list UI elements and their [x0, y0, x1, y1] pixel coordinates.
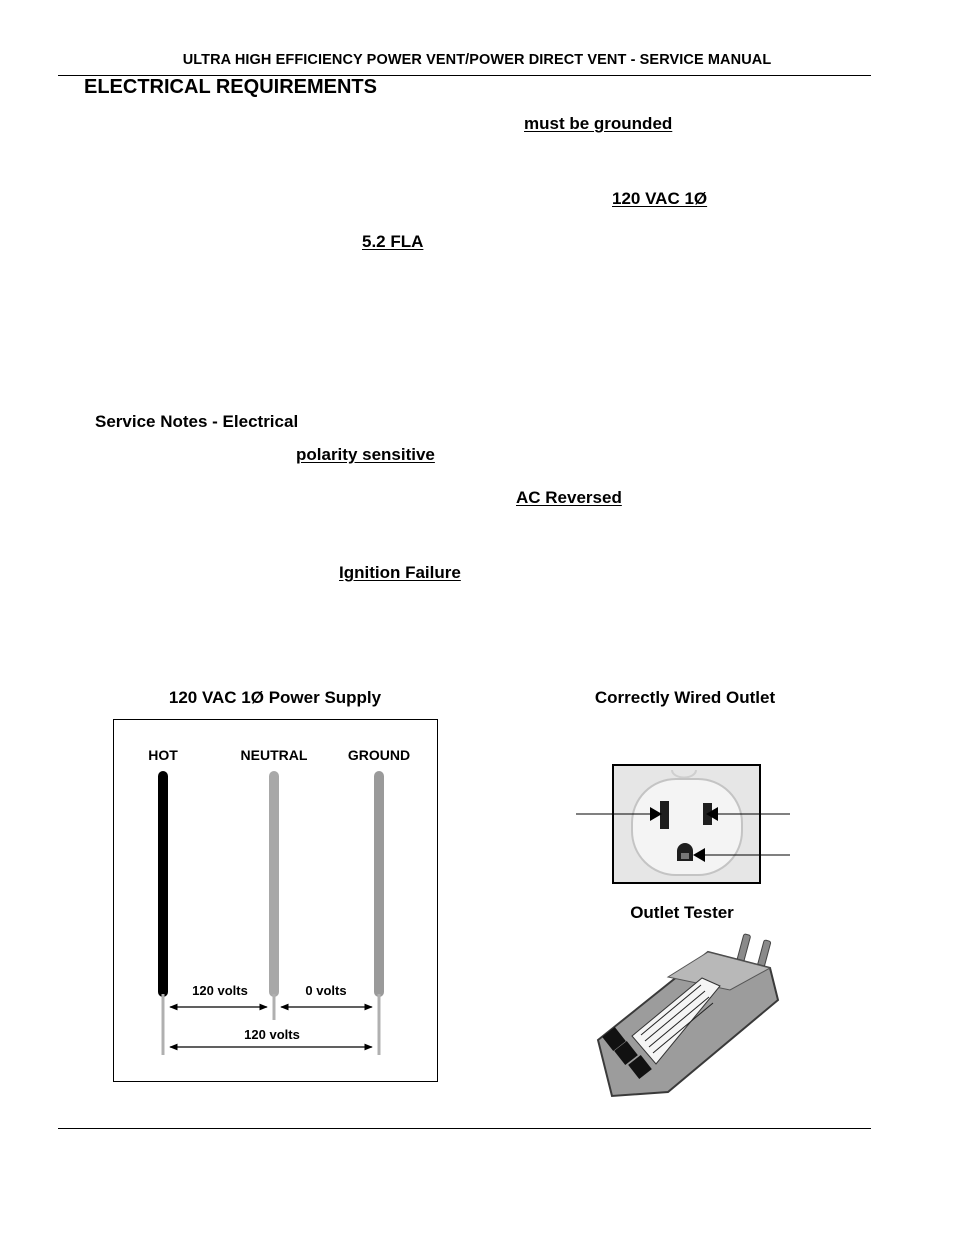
wire-label-ground: GROUND: [347, 747, 411, 763]
outlet-tester-photo: [593, 928, 780, 1104]
service-notes-title: Service Notes - Electrical: [95, 412, 299, 431]
section-title: ELECTRICAL REQUIREMENTS: [84, 76, 377, 98]
wire-label-neutral: NEUTRAL: [240, 747, 308, 763]
emphasis-ac-reversed: AC Reversed: [516, 488, 622, 507]
voltage-hot-ground: 120 volts: [244, 1027, 300, 1042]
emphasis-ignition-failure: Ignition Failure: [339, 563, 461, 582]
emphasis-grounded: must be grounded: [524, 114, 673, 133]
power-supply-caption: 120 VAC 1Ø Power Supply: [168, 688, 382, 707]
wire-label-hot: HOT: [148, 747, 178, 763]
hot-slot: [660, 801, 669, 829]
power-supply-diagram: [113, 719, 438, 1082]
voltage-hot-neutral: 120 volts: [192, 983, 248, 998]
voltage-neutral-ground: 0 volts: [305, 983, 347, 998]
header-rule: [58, 75, 871, 76]
outlet-photo: [612, 764, 761, 884]
outlet-caption: Correctly Wired Outlet: [594, 688, 776, 707]
emphasis-fla: 5.2 FLA: [362, 232, 424, 251]
manual-header: ULTRA HIGH EFFICIENCY POWER VENT/POWER D…: [182, 52, 772, 68]
footer-rule: [58, 1128, 871, 1129]
emphasis-polarity: polarity sensitive: [296, 445, 435, 464]
tester-caption: Outlet Tester: [630, 903, 734, 922]
emphasis-voltage: 120 VAC 1Ø: [612, 189, 708, 208]
